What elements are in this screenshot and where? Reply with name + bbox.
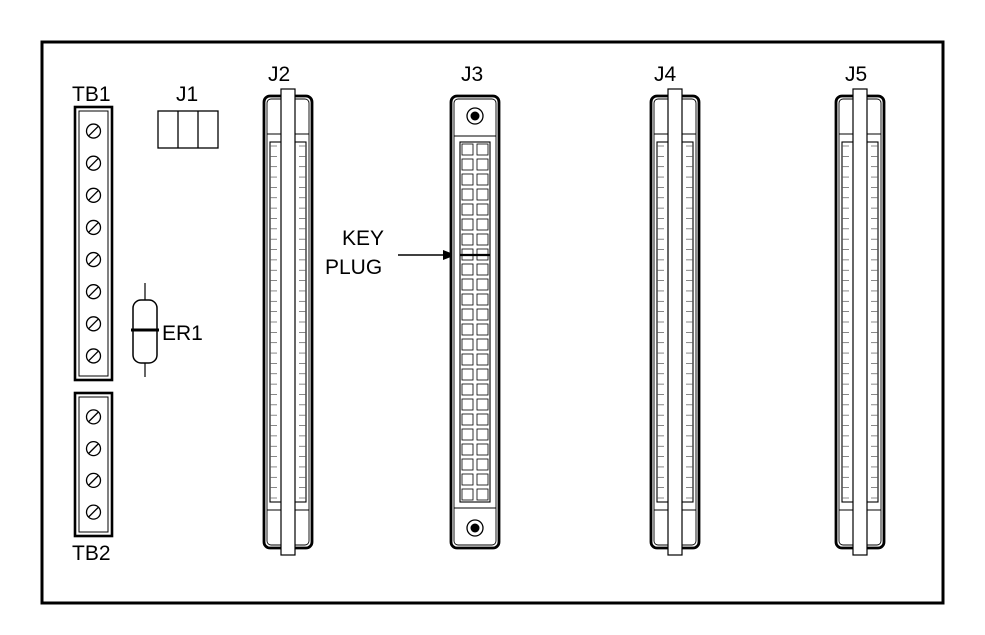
pin-socket bbox=[476, 218, 489, 231]
connector-j5 bbox=[834, 88, 886, 556]
pin-socket bbox=[476, 308, 489, 321]
connector-j3-shell bbox=[449, 94, 501, 550]
label-j1: J1 bbox=[176, 83, 198, 106]
pin-socket bbox=[461, 203, 474, 216]
screw-terminal-icon bbox=[85, 187, 102, 203]
pin-socket bbox=[476, 233, 489, 246]
screw-terminal-icon bbox=[85, 409, 102, 425]
header-j1-body bbox=[157, 110, 219, 149]
pin-socket bbox=[476, 353, 489, 366]
pin-socket bbox=[476, 278, 489, 291]
connector-j4-center-rail bbox=[667, 88, 683, 556]
connector-j5-center-rail bbox=[852, 88, 868, 556]
label-j4: J4 bbox=[654, 63, 677, 86]
connector-j3-pin-field bbox=[459, 141, 491, 503]
pin-socket bbox=[461, 293, 474, 306]
label-tb1: TB1 bbox=[72, 83, 111, 106]
pin-socket bbox=[476, 443, 489, 456]
pin-socket bbox=[476, 323, 489, 336]
pin-socket bbox=[476, 143, 489, 156]
terminal-block-tb1-inner bbox=[78, 110, 109, 377]
pin-socket bbox=[461, 158, 474, 171]
label-tb2: TB2 bbox=[72, 542, 111, 565]
mounting-screw-icon bbox=[466, 519, 484, 537]
pin-socket bbox=[461, 323, 474, 336]
connector-j2-center-rail bbox=[280, 88, 296, 556]
screw-terminal-icon bbox=[85, 348, 102, 364]
terminal-block-tb2-inner bbox=[78, 396, 109, 533]
pin-socket bbox=[476, 398, 489, 411]
label-j2: J2 bbox=[268, 63, 290, 86]
terminal-block-tb2 bbox=[73, 391, 114, 538]
connector-j3 bbox=[449, 94, 501, 550]
screw-terminal-icon bbox=[85, 219, 102, 236]
pin-socket bbox=[476, 428, 489, 441]
pin-socket bbox=[476, 368, 489, 381]
pin-socket bbox=[461, 443, 474, 456]
pin-socket bbox=[476, 173, 489, 186]
pin-socket bbox=[461, 473, 474, 486]
terminal-block-tb2-body bbox=[73, 391, 114, 538]
label-key: KEY bbox=[342, 227, 384, 250]
connector-j3-shell-inner bbox=[453, 98, 497, 546]
mounting-screw-icon bbox=[466, 107, 484, 125]
pin-socket bbox=[461, 428, 474, 441]
pin-socket bbox=[476, 338, 489, 351]
screw-terminal-icon bbox=[85, 155, 102, 171]
pin-socket bbox=[476, 413, 489, 426]
pin-socket bbox=[476, 293, 489, 306]
screw-terminal-icon bbox=[85, 251, 102, 268]
pin-socket bbox=[476, 158, 489, 171]
connector-j4 bbox=[649, 88, 701, 556]
pin-socket bbox=[461, 413, 474, 426]
pin-socket bbox=[461, 488, 474, 501]
pin-socket bbox=[476, 458, 489, 471]
key-plug-arrow bbox=[398, 250, 456, 260]
label-plug: PLUG bbox=[325, 256, 382, 279]
pin-socket bbox=[461, 218, 474, 231]
screw-terminal-icon bbox=[85, 472, 102, 489]
terminal-block-tb1 bbox=[73, 105, 114, 382]
pin-socket bbox=[461, 263, 474, 276]
pin-socket bbox=[476, 488, 489, 501]
screw-terminal-icon bbox=[85, 123, 102, 139]
pin-socket bbox=[476, 263, 489, 276]
pin-socket bbox=[476, 473, 489, 486]
pin-socket bbox=[461, 188, 474, 201]
component-er1 bbox=[131, 283, 159, 377]
pin-socket bbox=[461, 368, 474, 381]
screw-terminal-icon bbox=[85, 316, 102, 332]
pin-socket bbox=[476, 383, 489, 396]
pin-socket bbox=[461, 233, 474, 246]
screw-terminal-icon bbox=[85, 440, 102, 457]
pin-socket bbox=[476, 188, 489, 201]
pin-socket bbox=[461, 338, 474, 351]
screw-terminal-icon bbox=[85, 284, 102, 300]
label-j5: J5 bbox=[845, 63, 867, 86]
pin-socket bbox=[461, 143, 474, 156]
connector-j2 bbox=[262, 88, 314, 556]
terminal-block-tb1-body bbox=[73, 105, 114, 382]
label-er1: ER1 bbox=[162, 322, 203, 345]
screw-terminal-icon bbox=[85, 504, 102, 520]
pin-socket bbox=[461, 173, 474, 186]
pin-socket bbox=[476, 203, 489, 216]
board-outline bbox=[40, 40, 945, 605]
label-j3: J3 bbox=[461, 63, 483, 86]
pin-socket bbox=[461, 308, 474, 321]
pin-socket bbox=[461, 383, 474, 396]
pin-socket bbox=[461, 353, 474, 366]
pin-socket bbox=[461, 398, 474, 411]
pin-socket bbox=[461, 458, 474, 471]
pin-socket bbox=[461, 278, 474, 291]
header-j1 bbox=[157, 110, 219, 149]
